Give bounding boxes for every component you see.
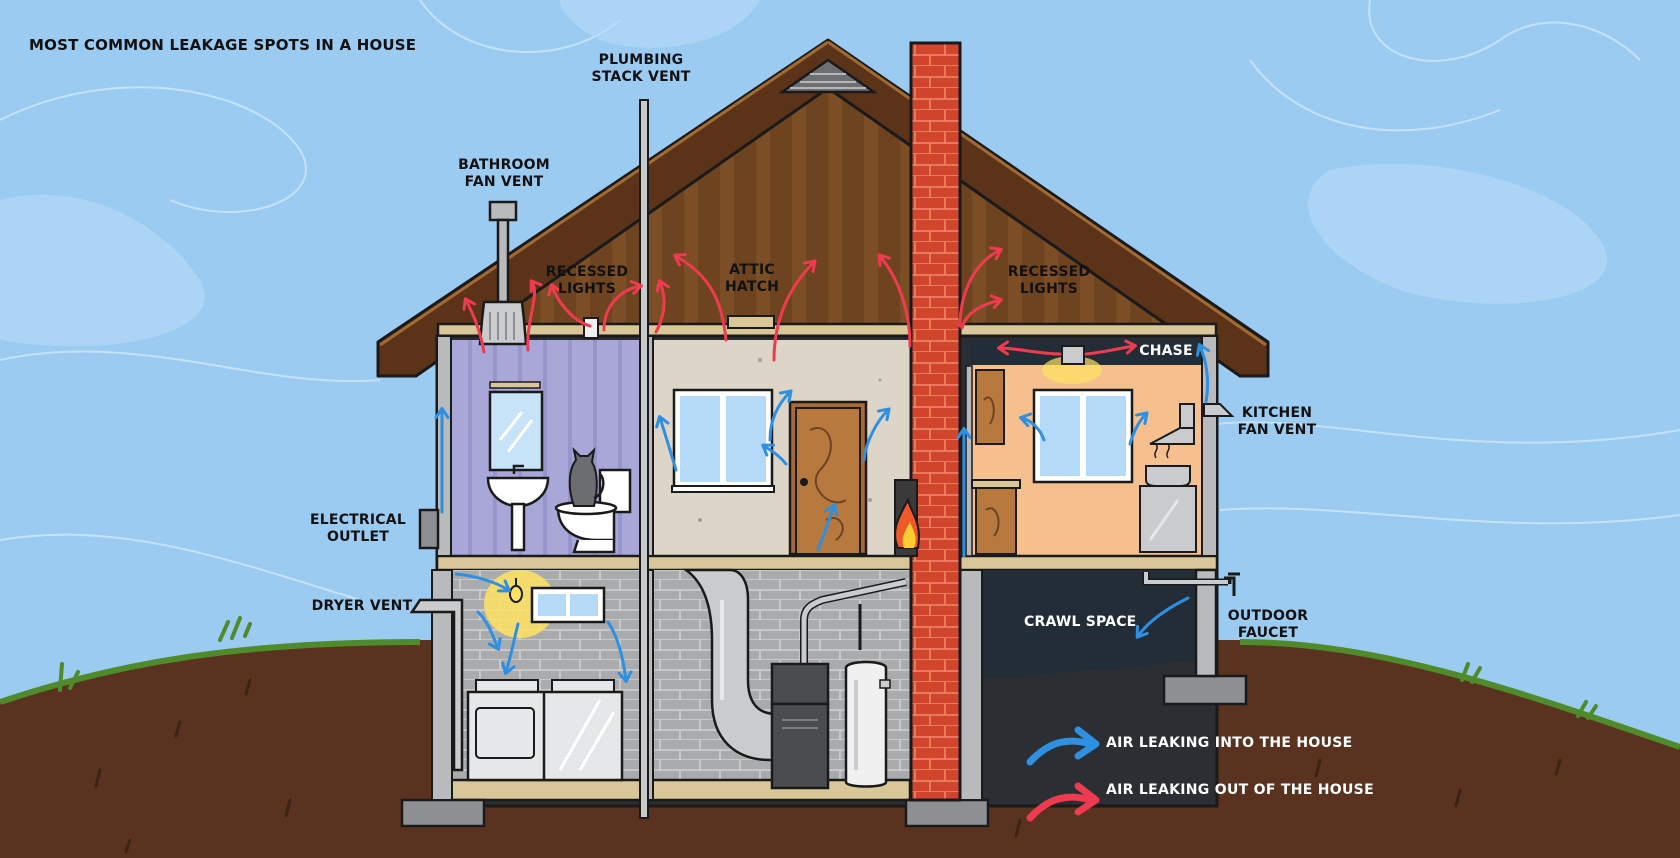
cat-icon	[568, 446, 605, 507]
plumbing-stack-vent	[639, 99, 649, 819]
hvac-duct	[682, 568, 778, 762]
footing-right	[1162, 674, 1248, 706]
outdoor-faucet	[1142, 572, 1240, 596]
dirt-marks	[94, 678, 1562, 854]
sky-swirls	[0, 0, 1680, 601]
main-floor	[435, 554, 1219, 572]
crawl-space	[982, 570, 1196, 678]
sky-blobs	[0, 0, 1608, 347]
legend-arrow-into-head	[1074, 726, 1100, 760]
ridge-vent	[778, 58, 878, 94]
footing-left	[400, 798, 486, 828]
legend-into-label: AIR LEAKING INTO THE HOUSE	[1106, 735, 1353, 751]
legend-arrow-out	[1026, 793, 1094, 822]
range-hood-and-stove	[1139, 403, 1197, 553]
recessed-light-left	[583, 317, 599, 339]
attic-hatch	[727, 315, 775, 329]
living-window	[671, 388, 775, 493]
furnace	[770, 662, 830, 790]
living-door	[788, 400, 868, 556]
legend-arrow-into	[1026, 737, 1094, 766]
electrical-outlet	[418, 508, 440, 550]
grass-line	[0, 639, 1680, 750]
roof-edge-highlight	[379, 40, 1267, 347]
washer-dryer	[466, 679, 624, 782]
bathroom-fan-vent	[478, 200, 528, 346]
recessed-light-kitchen	[1042, 345, 1102, 384]
kitchen-fan-vent	[1203, 403, 1235, 417]
wall-chimney-right-lower	[959, 569, 983, 801]
wall-left-lower	[431, 569, 453, 801]
grass-tufts	[58, 616, 1598, 720]
air-out-arrows	[462, 246, 1137, 362]
air-in-arrows	[434, 343, 1210, 683]
label-dryer-vent: DRYER VENT	[311, 598, 413, 614]
water-pipe	[800, 578, 907, 666]
label-crawl-space: CRAWL SPACE	[1024, 614, 1137, 630]
diagram-title: MOST COMMON LEAKAGE SPOTS IN A HOUSE	[29, 36, 417, 54]
fireplace-fire	[894, 497, 920, 549]
basement-floor	[448, 778, 912, 802]
wall-specks	[688, 358, 882, 522]
water-heater	[844, 660, 891, 788]
legend-out-label: AIR LEAKING OUT OF THE HOUSE	[1106, 782, 1374, 798]
wall-right-upper	[1201, 335, 1218, 557]
label-chase: CHASE	[1139, 343, 1193, 359]
legend-arrow-out-head	[1074, 782, 1100, 816]
footing-middle	[904, 798, 990, 828]
kitchen-window	[1032, 388, 1134, 484]
kitchen-cabinets	[971, 369, 1021, 555]
pier-right	[1194, 568, 1218, 678]
chimney	[909, 41, 962, 802]
wall-kitchen-left	[965, 365, 973, 557]
dryer-vent	[409, 598, 464, 772]
